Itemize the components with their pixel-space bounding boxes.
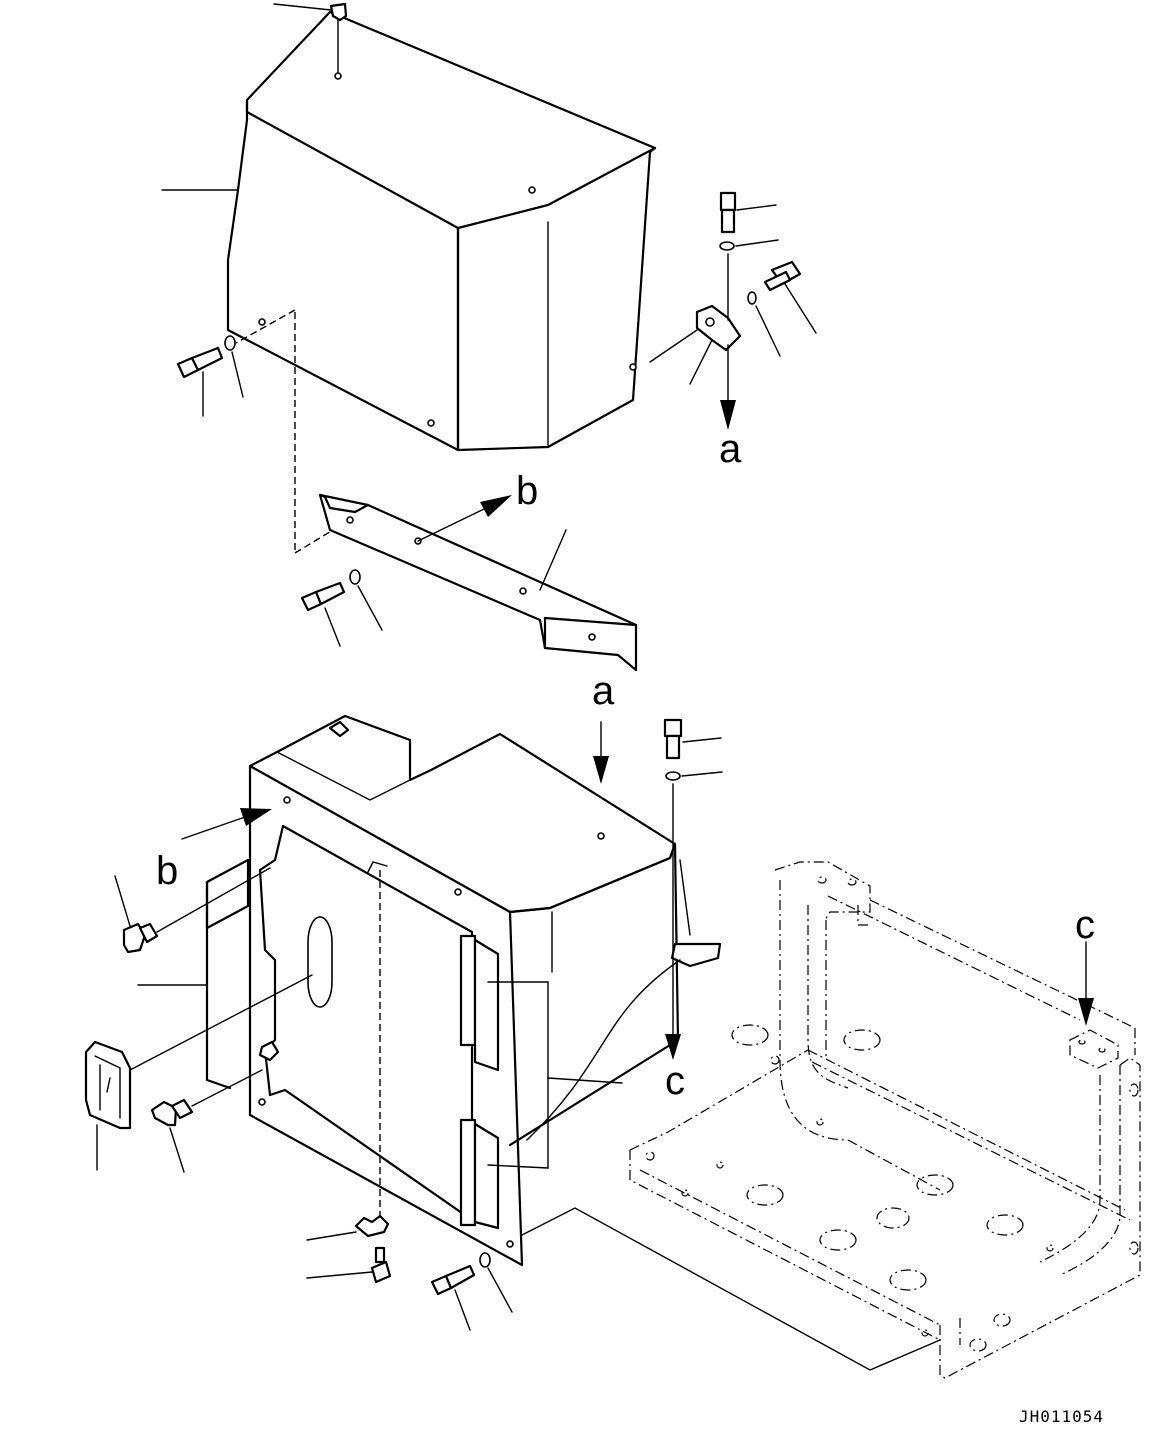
bottom-screw: [306, 1246, 392, 1284]
ref-label-b-upper: b: [516, 469, 538, 513]
middle-angle-bracket: b: [294, 312, 638, 672]
ref-label-b-lower: b: [156, 849, 178, 893]
ref-label-c-frame: c: [1075, 903, 1095, 947]
ref-arrow-a-lower: a: [592, 669, 615, 784]
ref-label-c-lower: c: [665, 1059, 685, 1103]
bottom-clip: [306, 861, 390, 1241]
mounting-frame: c: [521, 861, 1141, 1379]
lower-right-bolt: c: [663, 718, 723, 1103]
top-bolt: [273, 2, 348, 73]
middle-bolt: [300, 569, 383, 647]
upper-cover: [161, 10, 657, 452]
lower-box: [137, 714, 722, 1267]
upper-latch: b: [114, 808, 272, 954]
ref-label-a-upper: a: [719, 427, 742, 471]
lower-latch: [150, 1069, 263, 1173]
upper-left-bolt: [176, 309, 296, 417]
drawing-code: JH011054: [1019, 1407, 1104, 1426]
ref-label-a-lower: a: [592, 669, 615, 713]
lock-assembly: [84, 974, 313, 1171]
right-bracket-assembly: a: [649, 191, 817, 471]
bottom-bolt: [430, 1252, 513, 1331]
